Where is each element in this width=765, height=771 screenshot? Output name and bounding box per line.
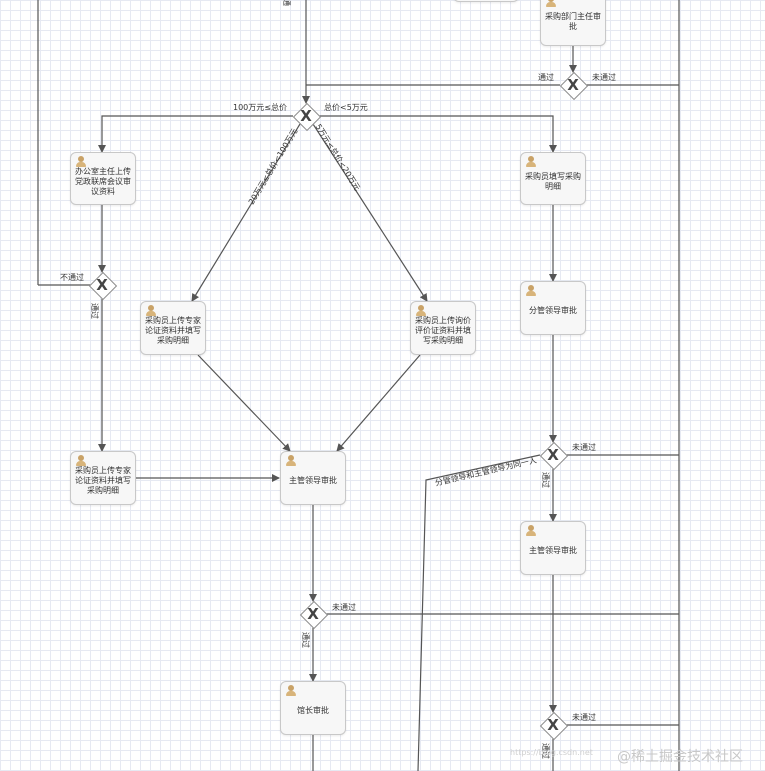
user-icon [285, 685, 297, 697]
label-left-pass: 通过 [90, 303, 99, 319]
exclusive-gateway-icon: X [307, 605, 319, 623]
task-expert-upload-left[interactable]: 采购员上传专家论证资料并填写采购明细 [140, 301, 206, 355]
exclusive-gateway-icon: X [547, 716, 559, 734]
user-icon [525, 156, 537, 168]
exclusive-gateway-icon: X [96, 276, 108, 294]
exclusive-gateway-icon: X [300, 107, 312, 125]
label-bottom-fail: 未通过 [572, 713, 596, 722]
user-icon [75, 156, 87, 168]
label-top-fail: 未通过 [592, 73, 616, 82]
task-dean-approval[interactable]: 馆长审批 [280, 681, 346, 735]
task-top-partial[interactable] [453, 0, 519, 2]
gateway-office-result[interactable]: X [88, 271, 118, 301]
label-over100: 100万元≤总价 [233, 103, 287, 112]
edge-inquiry-to-main [336, 354, 421, 452]
label-top-cut: 通 [282, 0, 291, 6]
label-under5: 总价<5万元 [324, 103, 368, 112]
task-inquiry-upload[interactable]: 采购员上传询价评价证资料并填写采购明细 [410, 301, 476, 355]
user-icon [145, 305, 157, 317]
label-left-fail: 不通过 [60, 273, 84, 282]
user-icon [545, 0, 557, 8]
exclusive-gateway-icon: X [567, 76, 579, 94]
edge-under5 [319, 115, 557, 153]
user-icon [415, 305, 427, 317]
label-center-fail: 未通过 [332, 603, 356, 612]
task-office-upload[interactable]: 办公室主任上传党政联席会议审议资料 [70, 152, 136, 205]
edge-5to20 [312, 123, 428, 302]
edge-expertleft-to-main [197, 354, 291, 452]
gateway-dept-result[interactable]: X [559, 71, 589, 101]
edge-over100 [98, 115, 293, 153]
task-fen-leader-approval[interactable]: 分管领导审批 [520, 281, 586, 335]
edge-same-person [417, 454, 541, 771]
task-expert-upload-lower[interactable]: 采购员上传专家论证资料并填写采购明细 [70, 451, 136, 505]
gateway-main-result[interactable]: X [299, 600, 329, 630]
label-center-pass: 通过 [301, 632, 310, 648]
task-main-leader-approval-right[interactable]: 主管领导审批 [520, 521, 586, 575]
task-main-leader-approval-center[interactable]: 主管领导审批 [280, 451, 346, 505]
edge-20to100 [191, 123, 301, 302]
label-top-pass: 通过 [538, 73, 554, 82]
label-right-pass: 通过 [541, 472, 550, 488]
watermark: @稀土掘金技术社区 [617, 749, 743, 765]
watermark-url: https://blog.csdn.net [510, 748, 593, 757]
user-icon [525, 285, 537, 297]
exclusive-gateway-icon: X [547, 446, 559, 464]
task-buyer-fill-details[interactable]: 采购员填写采购明细 [520, 152, 586, 205]
label-right-fail: 未通过 [572, 443, 596, 452]
task-dept-director-approval[interactable]: 采购部门主任审批 [540, 0, 606, 46]
user-icon [285, 455, 297, 467]
gateway-price-split[interactable]: X [292, 102, 322, 132]
gateway-fen-result[interactable]: X [539, 441, 569, 471]
user-icon [75, 455, 87, 467]
user-icon [525, 525, 537, 537]
gateway-main-right-result[interactable]: X [539, 711, 569, 741]
